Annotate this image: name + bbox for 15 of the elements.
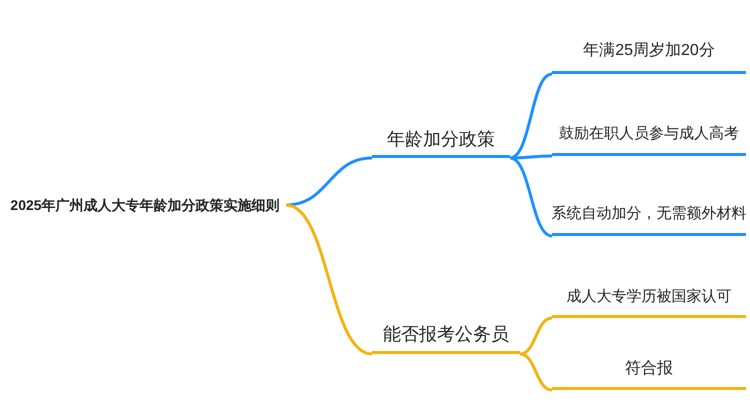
- connector-curve: [520, 352, 552, 392]
- root-topic: 2025年广州成人大专年龄加分政策实施细则: [4, 190, 286, 220]
- connector-curve: [510, 72, 552, 160]
- topic-node: 鼓励在职人员参与成人高考: [552, 116, 746, 156]
- connector-curve: [286, 156, 372, 206]
- topic-node: 年满25周岁加20分: [552, 30, 746, 74]
- topic-node: 符合报: [552, 350, 746, 390]
- topic-node: 成人大专学历被国家认可: [552, 280, 746, 318]
- connector-curve: [510, 156, 552, 238]
- topic-node: 能否报考公务员: [372, 318, 520, 354]
- connector-curve: [520, 316, 552, 356]
- connector-curve: [286, 204, 372, 356]
- topic-node: 系统自动加分，无需额外材料: [552, 196, 746, 236]
- connector-curve: [510, 154, 552, 160]
- topic-node: 年龄加分政策: [372, 124, 510, 158]
